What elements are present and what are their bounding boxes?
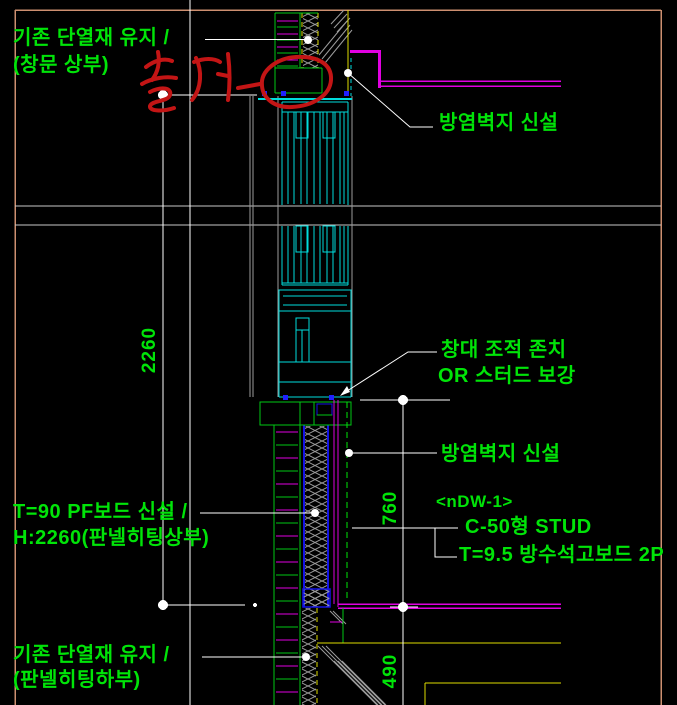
label-window-stool-note-line1: 창대 조적 존치 (441, 339, 567, 361)
paper-viewport-border (14, 9, 662, 705)
label-existing-insulation-top-line1: 기존 단열재 유지 / (13, 27, 170, 49)
label-pf-board-line2: H:2260(판넬히팅상부) (13, 527, 210, 549)
label-window-stool-note-line2: OR 스터드 보강 (438, 365, 576, 387)
cut-hatch-bottom (317, 610, 387, 705)
label-existing-insulation-bottom-line2: (판넬히팅하부) (13, 669, 141, 691)
label-wallpaper-new-mid: 방염벽지 신설 (441, 443, 561, 465)
wall-finish-lines (317, 10, 561, 705)
leader-lines (200, 36, 458, 661)
dimension-text-760: 760 (380, 490, 401, 526)
label-existing-insulation-bottom-line1: 기존 단열재 유지 / (13, 644, 170, 666)
label-pf-board-line1: T=90 PF보드 신설 / (13, 501, 188, 523)
label-stud-note: C-50형 STUD (465, 516, 592, 538)
window-stool (259, 401, 352, 426)
furring-ladder-bottom (273, 425, 301, 705)
section-break-band (15, 205, 661, 226)
label-gypsum-board-note: T=9.5 방수석고보드 2P (459, 544, 665, 566)
label-wallpaper-new-top: 방염벽지 신설 (439, 112, 559, 134)
handwritten-demolition-markup (140, 50, 333, 113)
grip-points (262, 91, 349, 400)
existing-masonry-lines (249, 96, 353, 397)
window-frame (258, 98, 352, 398)
cut-hatch-top (318, 9, 353, 64)
label-existing-insulation-top-line2: (창문 상부) (13, 54, 109, 76)
dimension-text-490: 490 (380, 653, 401, 689)
label-wall-type-tag: <nDW-1> (436, 492, 513, 511)
dimension-text-2260: 2260 (139, 326, 160, 374)
dimension-lines (158, 0, 450, 705)
